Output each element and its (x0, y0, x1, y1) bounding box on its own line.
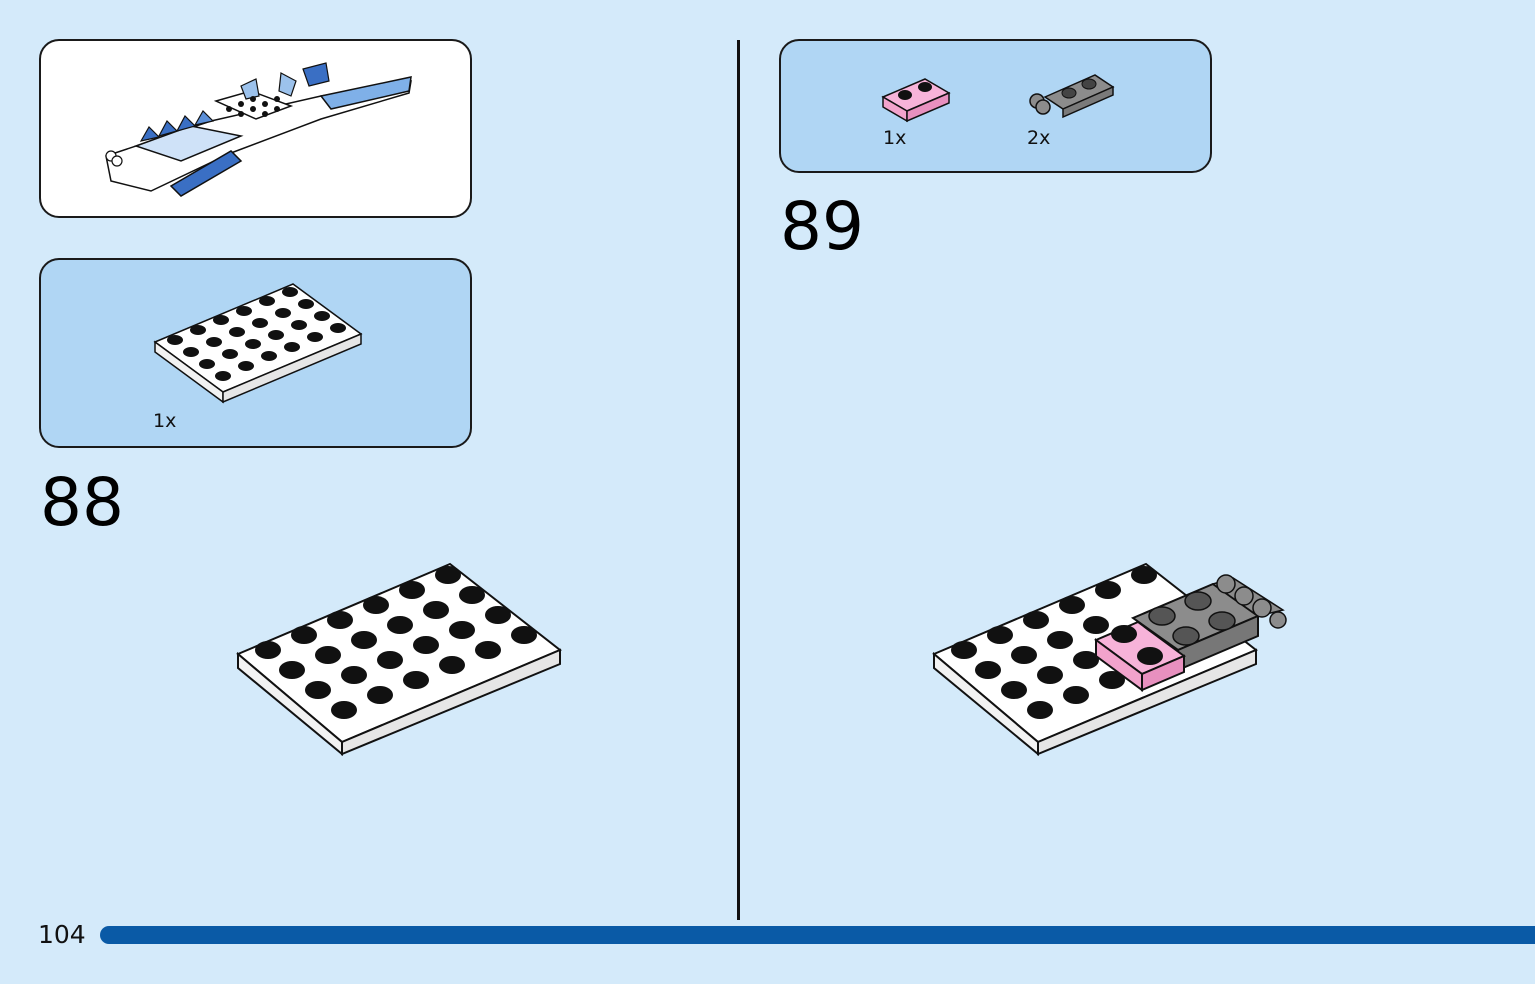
step-number-89: 89 (780, 188, 864, 265)
submodel-preview-box (39, 39, 472, 218)
page-number: 104 (38, 920, 86, 949)
white-plate-4x6-icon (153, 283, 363, 404)
gray-hinge-plate-1x2-icon (1029, 74, 1115, 119)
wing-submodel-icon (105, 62, 412, 197)
page-divider (737, 40, 740, 920)
parts-list-box-step-88: 1x (39, 258, 472, 448)
part-quantity: 2x (1027, 127, 1051, 149)
part-quantity: 1x (883, 127, 907, 149)
pink-plate-1x2-icon (881, 78, 951, 123)
part-quantity: 1x (153, 410, 177, 432)
parts-list-box-step-89: 1x 2x (779, 39, 1212, 173)
step-number-88: 88 (40, 464, 124, 541)
plate-with-pink-and-gray-bricks-icon (932, 562, 1287, 757)
progress-bar (100, 926, 1535, 944)
white-plate-4x6-build-icon (236, 562, 562, 757)
